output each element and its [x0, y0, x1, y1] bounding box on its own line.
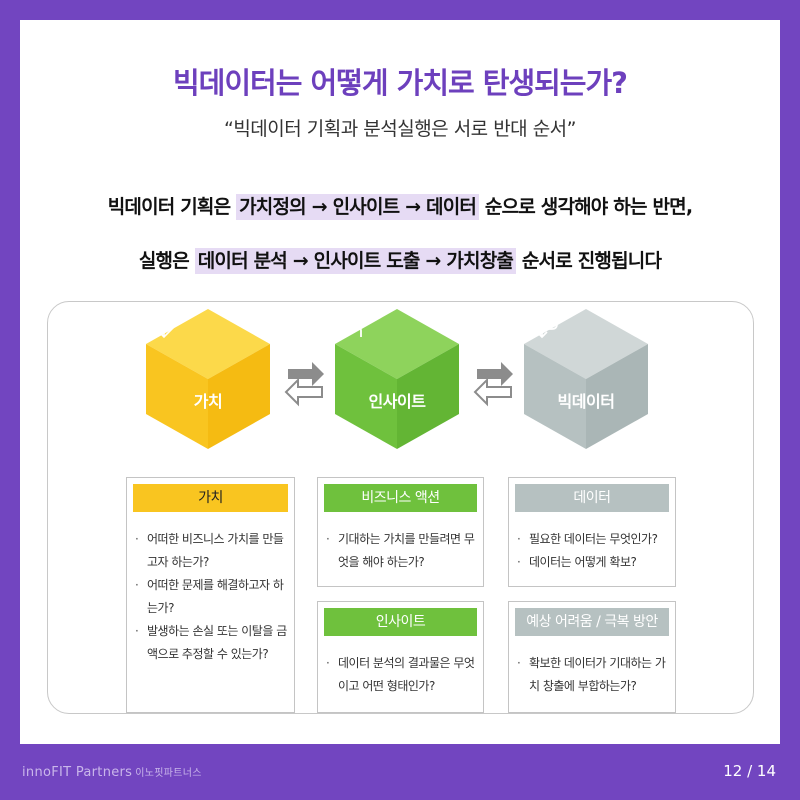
insight-box-header: 인사이트	[324, 608, 477, 636]
hexagon-bigdata: 빅데이터	[524, 309, 648, 449]
page-number: 12 / 14	[723, 762, 776, 780]
list-item: 필요한 데이터는 무엇인가?	[517, 528, 669, 551]
list-item: 확보한 데이터가 기대하는 가치 창출에 부합하는가?	[517, 652, 669, 698]
hexagon-insight-shape	[335, 309, 459, 449]
summary-line-execution-post: 순서로 진행됩니다	[516, 250, 662, 272]
list-item: 데이터는 어떻게 확보?	[517, 551, 669, 574]
value-box: 가치 어떠한 비즈니스 가치를 만들고자 하는가? 어떠한 문제를 해결하고자 …	[126, 477, 295, 713]
insight-box: 인사이트 데이터 분석의 결과물은 무엇이고 어떤 형태인가?	[317, 601, 484, 713]
company-logo-korean: 이노핏파트너스	[135, 768, 202, 779]
summary-line-planning-post: 순으로 생각해야 하는 반면,	[479, 196, 693, 218]
cloud-download-icon	[526, 311, 558, 339]
list-item: 기대하는 가치를 만들려면 무엇을 해야 하는가?	[326, 528, 477, 574]
summary-line-planning-highlight: 가치정의 → 인사이트 → 데이터	[236, 194, 480, 220]
hexagon-bigdata-shape	[524, 309, 648, 449]
insight-box-list: 데이터 분석의 결과물은 무엇이고 어떤 형태인가?	[326, 652, 477, 698]
summary-line-planning: 빅데이터 기획은 가치정의 → 인사이트 → 데이터 순으로 생각해야 하는 반…	[20, 192, 780, 220]
list-item: 발생하는 손실 또는 이탈을 금액으로 추정할 수 있는가?	[135, 620, 288, 666]
summary-line-execution-highlight: 데이터 분석 → 인사이트 도출 → 가치창출	[194, 248, 517, 274]
summary-line-execution-pre: 실행은	[138, 250, 195, 272]
exchange-arrows-icon	[284, 357, 326, 407]
challenges-box: 예상 어려움 / 극복 방안 확보한 데이터가 기대하는 가치 창출에 부합하는…	[508, 601, 676, 713]
challenges-box-header: 예상 어려움 / 극복 방안	[515, 608, 669, 636]
hexagon-insight: 인사이트	[335, 309, 459, 449]
data-box-header: 데이터	[515, 484, 669, 512]
business-action-box-list: 기대하는 가치를 만들려면 무엇을 해야 하는가?	[326, 528, 477, 574]
challenges-box-list: 확보한 데이터가 기대하는 가치 창출에 부합하는가?	[517, 652, 669, 698]
list-item: 어떠한 비즈니스 가치를 만들고자 하는가?	[135, 528, 288, 574]
hexagon-insight-label: 인사이트	[368, 392, 426, 411]
summary-line-execution: 실행은 데이터 분석 → 인사이트 도출 → 가치창출 순서로 진행됩니다	[20, 246, 780, 274]
data-box: 데이터 필요한 데이터는 무엇인가? 데이터는 어떻게 확보?	[508, 477, 676, 587]
summary-line-planning-pre: 빅데이터 기획은	[107, 196, 237, 218]
exchange-arrows-icon	[473, 357, 515, 407]
data-box-list: 필요한 데이터는 무엇인가? 데이터는 어떻게 확보?	[517, 528, 669, 574]
business-action-box: 비즈니스 액션 기대하는 가치를 만들려면 무엇을 해야 하는가?	[317, 477, 484, 587]
list-item: 데이터 분석의 결과물은 무엇이고 어떤 형태인가?	[326, 652, 477, 698]
content-card: 빅데이터는 어떻게 가치로 탄생되는가? “빅데이터 기획과 분석실행은 서로 …	[20, 20, 780, 744]
process-diagram: 가치 인사이트	[47, 301, 754, 714]
diamond-icon	[148, 310, 180, 339]
page-title: 빅데이터는 어떻게 가치로 탄생되는가?	[173, 66, 628, 100]
hexagon-value-label: 가치	[193, 392, 223, 411]
business-action-box-header: 비즈니스 액션	[324, 484, 477, 512]
hexagon-value: 가치	[146, 309, 270, 449]
value-box-header: 가치	[133, 484, 288, 512]
hexagon-bigdata-label: 빅데이터	[557, 392, 615, 411]
person-icon	[344, 311, 362, 337]
hexagon-value-shape	[146, 309, 270, 449]
list-item: 어떠한 문제를 해결하고자 하는가?	[135, 574, 288, 620]
page-subtitle: “빅데이터 기획과 분석실행은 서로 반대 순서”	[223, 118, 577, 140]
value-box-list: 어떠한 비즈니스 가치를 만들고자 하는가? 어떠한 문제를 해결하고자 하는가…	[135, 528, 288, 666]
company-logo-text: innoFIT Partners	[22, 765, 133, 780]
